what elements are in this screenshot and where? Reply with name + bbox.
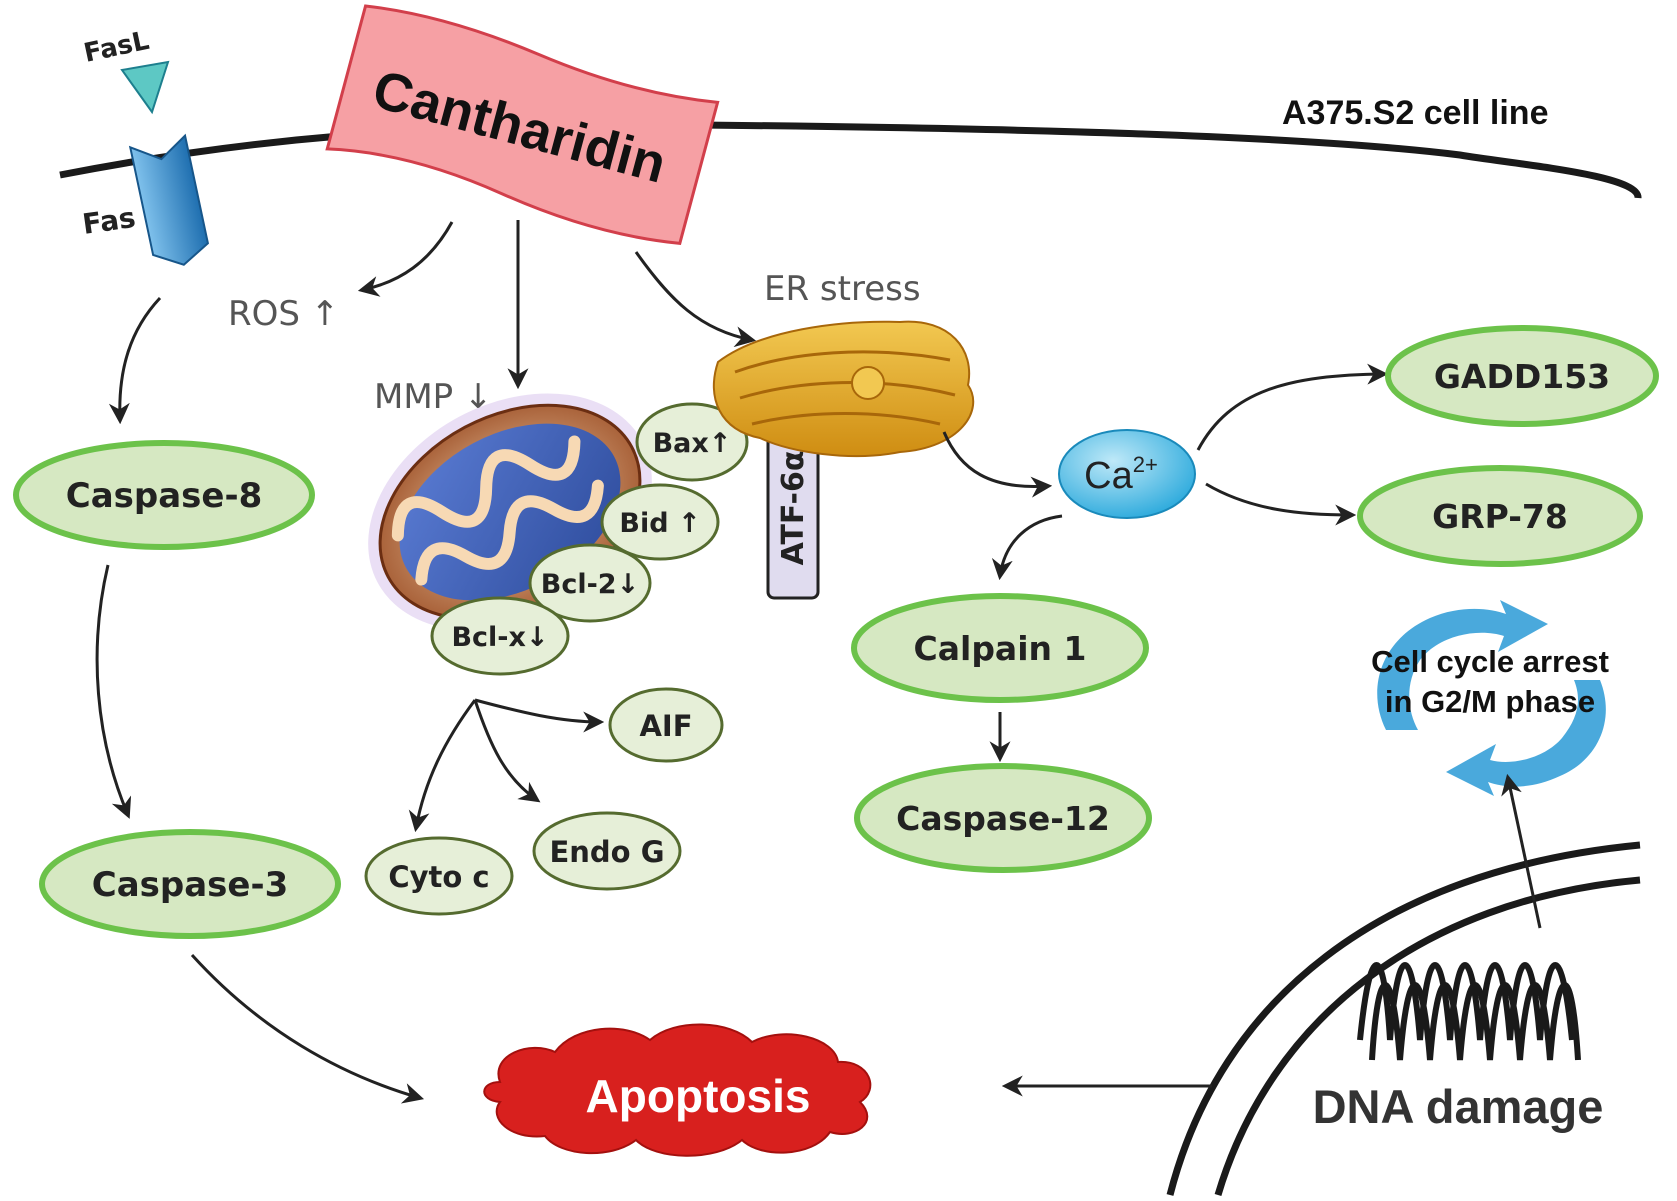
dna-damage-label: DNA damage — [1313, 1080, 1604, 1133]
caspase8-node: Caspase-8 — [13, 440, 315, 550]
apoptosis-cloud: Apoptosis — [483, 1023, 872, 1157]
bax-label: Bax↑ — [653, 428, 732, 459]
bid-label: Bid ↑ — [619, 508, 700, 539]
aif-label: AIF — [639, 709, 692, 743]
arrow-branch-aif — [474, 698, 605, 733]
bcl2-label: Bcl-2↓ — [541, 569, 639, 600]
er-organelle-icon — [712, 320, 975, 458]
bax-node: Bax↑ — [635, 402, 749, 482]
grp78-node: GRP-78 — [1357, 465, 1643, 567]
bcl2-node: Bcl-2↓ — [528, 543, 652, 623]
fasl-label: FasL — [81, 26, 152, 69]
cantharidin-banner: Cantharidin — [325, 4, 720, 246]
bid-node: Bid ↑ — [600, 483, 720, 561]
nuclear-membrane-inner — [1214, 876, 1641, 1196]
fas-label: Fas — [80, 201, 137, 241]
apoptosis-label: Apoptosis — [586, 1070, 811, 1122]
caspase8-label: Caspase-8 — [66, 476, 262, 516]
caspase3-label: Caspase-3 — [92, 865, 288, 905]
arrow-caspase8-caspase3 — [95, 564, 132, 819]
cell-cycle-label-line2: in G2/M phase — [1385, 684, 1595, 719]
endog-label: Endo G — [549, 835, 664, 869]
arrow-caspase3-apoptosis — [190, 953, 425, 1104]
fas-receptor-icon — [128, 133, 210, 266]
calpain1-label: Calpain 1 — [914, 629, 1087, 668]
arrow-fas-caspase8 — [108, 296, 162, 425]
cell-cycle-label-line1: Cell cycle arrest — [1371, 644, 1609, 679]
aif-node: AIF — [608, 687, 724, 763]
gadd153-node: GADD153 — [1385, 325, 1659, 427]
arrow-cantharidin-er — [634, 251, 757, 348]
cytoc-label: Cyto c — [388, 860, 489, 894]
caspase12-node: Caspase-12 — [854, 763, 1152, 873]
arrow-calcium-gadd153 — [1196, 363, 1389, 451]
arrow-branch-endog — [473, 699, 541, 803]
ros-label: ROS ↑ — [228, 294, 339, 334]
arrow-dna-cellcycle — [1501, 773, 1542, 929]
arrow-branch-cytoc — [408, 699, 477, 833]
caspase12-label: Caspase-12 — [896, 799, 1110, 838]
cell-cycle-icon — [1377, 600, 1606, 796]
gadd153-label: GADD153 — [1434, 357, 1610, 396]
arrow-cantharidin-ros — [357, 221, 454, 297]
calpain1-node: Calpain 1 — [851, 593, 1149, 703]
er-stress-label: ER stress — [764, 269, 921, 309]
arrow-calcium-grp78 — [1205, 482, 1357, 526]
calcium-node: Ca2+ — [1058, 429, 1196, 519]
bclx-node: Bcl-x↓ — [430, 596, 570, 676]
nuclear-membrane-outer — [1166, 841, 1641, 1196]
cell-membrane — [59, 121, 1642, 199]
caspase3-node: Caspase-3 — [39, 829, 341, 939]
grp78-label: GRP-78 — [1432, 497, 1568, 536]
dna-helix-icon — [1357, 962, 1581, 1061]
cytoc-node: Cyto c — [364, 836, 514, 916]
bclx-label: Bcl-x↓ — [451, 622, 548, 653]
endog-node: Endo G — [532, 811, 682, 891]
arrow-er-calcium — [942, 431, 1053, 498]
arrow-calcium-calpain1 — [991, 514, 1063, 581]
atf6a-label: ATF-6α — [776, 451, 811, 566]
cell-line-title: A375.S2 cell line — [1282, 94, 1549, 132]
atf6a-box: ATF-6α — [766, 416, 820, 600]
fasl-ligand-icon — [120, 60, 170, 115]
calcium-label: Ca2+ — [1084, 452, 1158, 497]
